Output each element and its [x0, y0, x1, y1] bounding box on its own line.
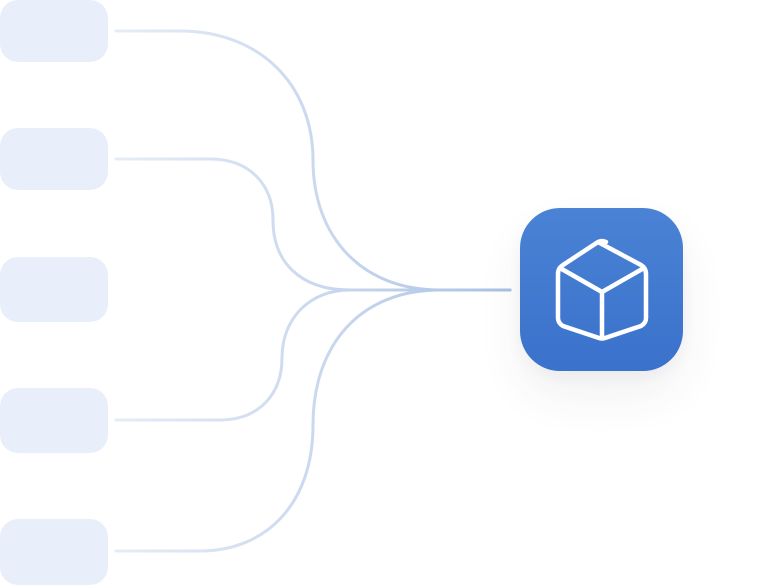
connector-source-5: [114, 288, 512, 553]
source-node-3: [0, 257, 108, 322]
source-node-5: [0, 519, 108, 585]
source-node-4: [0, 388, 108, 453]
source-node-1: [0, 0, 108, 62]
connector-source-4: [114, 288, 512, 422]
source-node-2: [0, 128, 108, 190]
hub-node: [520, 208, 683, 371]
cube-icon: [554, 237, 650, 343]
connector-source-1: [114, 29, 512, 292]
connector-source-2: [114, 157, 512, 292]
